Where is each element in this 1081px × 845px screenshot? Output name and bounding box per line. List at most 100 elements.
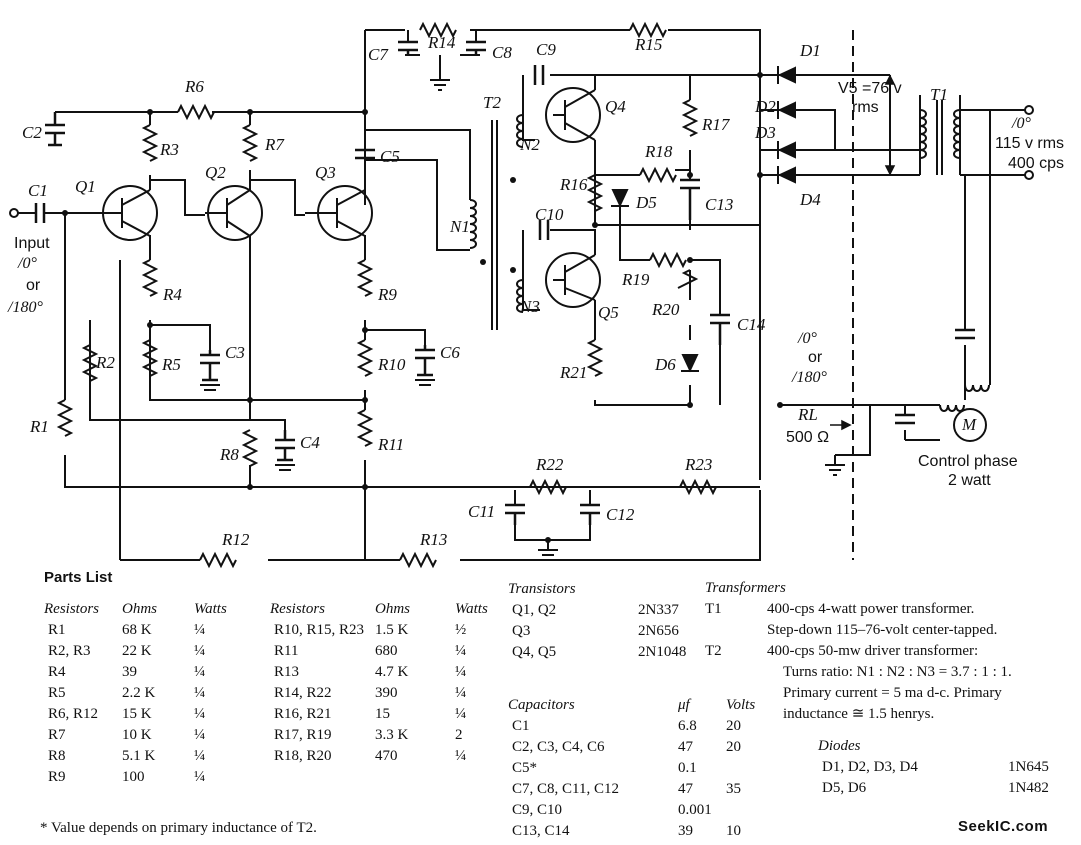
transformer-description: 400-cps 50-mw driver transformer: xyxy=(767,643,979,659)
label-r6: R6 xyxy=(184,77,204,96)
label-c11: C11 xyxy=(468,502,495,521)
control-phase: Control phase xyxy=(918,453,1018,470)
label-d3: D3 xyxy=(754,123,776,142)
label-r1: R1 xyxy=(29,417,49,436)
q5-symbol xyxy=(545,252,601,308)
r10-symbol xyxy=(356,339,374,377)
resistor-name: R9 xyxy=(48,769,66,785)
label-m: M xyxy=(961,415,977,434)
watermark: SeekIC.com xyxy=(958,818,1049,835)
supply-phase: /0° xyxy=(1011,115,1031,132)
transformer-name: T2 xyxy=(705,643,722,659)
label-d4: D4 xyxy=(799,190,821,209)
v5-label: V5 =76 v xyxy=(838,80,902,97)
transistor-type: 2N1048 xyxy=(638,644,687,660)
resistor-ohms: 15 K xyxy=(122,706,152,722)
d2-symbol xyxy=(777,101,796,119)
label-n3: N3 xyxy=(519,297,540,316)
res-header-watts-2: Watts xyxy=(455,600,488,617)
transformer-indent xyxy=(705,683,767,704)
resistor-watts: ¼ xyxy=(194,748,206,764)
resistor-ohms: 39 xyxy=(122,664,137,680)
input-label: Input xyxy=(14,235,50,252)
res-header-watts: Watts xyxy=(194,600,227,617)
label-q5: Q5 xyxy=(598,303,619,322)
c12-symbol xyxy=(580,503,600,525)
r13-symbol xyxy=(399,551,437,569)
label-r11: R11 xyxy=(377,435,404,454)
resistor-name: R16, R21 xyxy=(274,706,332,722)
resistor-symbols xyxy=(56,21,717,569)
resistor-name: R18, R20 xyxy=(274,748,332,764)
label-r8: R8 xyxy=(219,445,239,464)
n3-coil xyxy=(516,279,524,313)
out-phase-b: /180° xyxy=(791,369,827,386)
c7-symbol xyxy=(398,40,418,55)
label-d5: D5 xyxy=(635,193,657,212)
cap-header-volts: Volts xyxy=(726,696,756,713)
capacitor-volts xyxy=(726,758,766,779)
amplifier-schematic: C1 C2 C3 C4 C5 C6 C7 C8 C9 C10 C11 C12 C… xyxy=(7,21,1064,569)
r16-symbol xyxy=(586,174,604,212)
d4-symbol xyxy=(777,166,796,184)
transistor-name: Q1, Q2 xyxy=(512,602,557,618)
resistor-watts: ¼ xyxy=(455,748,467,764)
resistor-ohms: 22 K xyxy=(122,643,152,659)
label-r19: R19 xyxy=(621,270,650,289)
c6-symbol xyxy=(415,345,435,377)
resistor-watts: ¼ xyxy=(455,643,467,659)
capacitor-volts: 35 xyxy=(726,781,741,797)
out-phase-a: /0° xyxy=(797,330,817,347)
label-r14: R14 xyxy=(427,33,456,52)
resistor-watts: 2 xyxy=(455,727,463,743)
label-d2: D2 xyxy=(754,97,776,116)
c13-symbol xyxy=(680,178,700,220)
label-c4: C4 xyxy=(300,433,320,452)
transistor-symbols xyxy=(102,87,601,308)
out-or: or xyxy=(808,349,823,366)
ground-symbols xyxy=(200,79,845,561)
resistor-name: R6, R12 xyxy=(48,706,99,722)
label-c13: C13 xyxy=(705,195,733,214)
label-d1: D1 xyxy=(799,41,821,60)
label-t1: T1 xyxy=(930,85,948,104)
q4-symbol xyxy=(545,87,601,143)
r11-symbol xyxy=(356,409,374,447)
resistor-row: R8 5.1 K ¼ xyxy=(44,746,254,767)
capacitor-uf: 39 xyxy=(678,823,693,839)
label-c7: C7 xyxy=(368,45,389,64)
annotation-labels: Input /0° or /180° V5 =76 v rms /0° 115 … xyxy=(7,80,1064,489)
label-c12: C12 xyxy=(606,505,635,524)
resistor-name: R8 xyxy=(48,748,66,764)
label-q2: Q2 xyxy=(205,163,226,182)
c2-symbol xyxy=(45,112,65,147)
r20-symbol xyxy=(677,269,699,289)
label-r18: R18 xyxy=(644,142,673,161)
resistor-ohms: 10 K xyxy=(122,727,152,743)
resistor-watts: ¼ xyxy=(455,685,467,701)
supply-voltage: 115 v rms xyxy=(995,135,1064,152)
r6-symbol xyxy=(177,103,215,121)
label-r7: R7 xyxy=(264,135,285,154)
resistor-ohms: 5.1 K xyxy=(122,748,156,764)
label-r12: R12 xyxy=(221,530,250,549)
label-c1: C1 xyxy=(28,181,48,200)
n2-coil xyxy=(516,114,524,148)
t1-primary-coil xyxy=(919,109,927,159)
transformer-line: inductance ≅ 1.5 henrys. xyxy=(705,704,1012,725)
resistor-watts: ¼ xyxy=(194,664,206,680)
parts-list-title: Parts List xyxy=(44,569,113,586)
resistor-watts: ½ xyxy=(455,622,467,638)
label-r5: R5 xyxy=(161,355,181,374)
capacitor-uf: 47 xyxy=(678,739,693,755)
transformer-indent xyxy=(705,620,767,641)
